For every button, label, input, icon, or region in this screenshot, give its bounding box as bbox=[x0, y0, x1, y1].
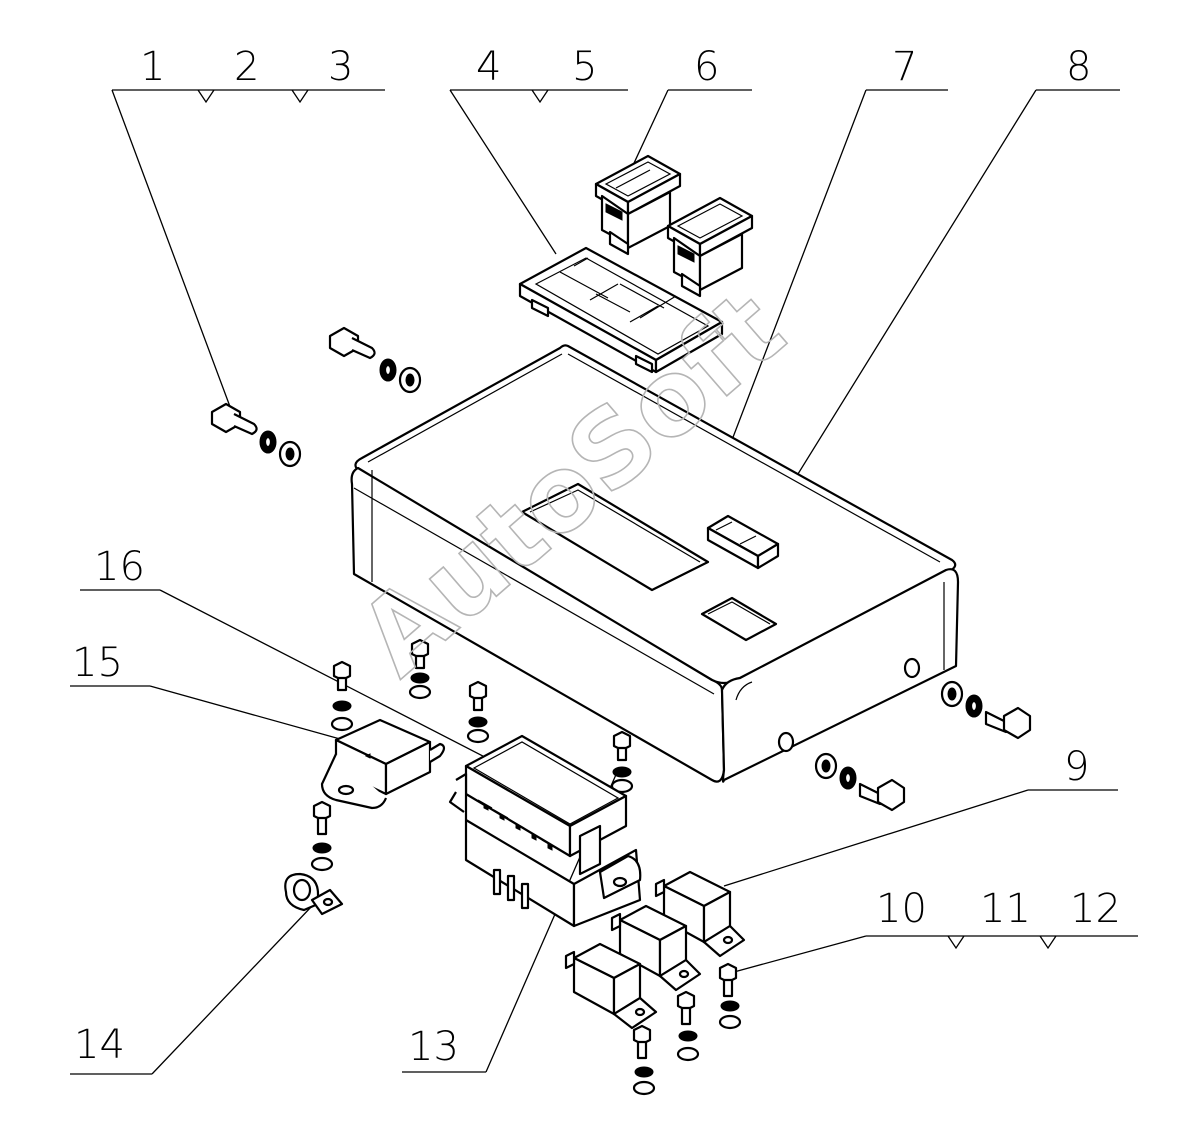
relay-1 bbox=[654, 870, 746, 958]
vbolt bbox=[676, 990, 700, 1062]
housing-box bbox=[350, 344, 960, 783]
callout-11: 11 bbox=[980, 886, 1031, 932]
relay-3 bbox=[564, 942, 658, 1030]
cable-clamp bbox=[284, 872, 344, 916]
leader-10-11-12 bbox=[733, 935, 1138, 973]
leader-14 bbox=[70, 905, 313, 1075]
relay-2 bbox=[610, 904, 702, 992]
flasher-unit bbox=[320, 718, 446, 810]
housing-hole-icon bbox=[903, 657, 921, 679]
housing-hole-icon bbox=[777, 731, 795, 753]
callout-13: 13 bbox=[408, 1024, 459, 1070]
callout-numbers: 1 2 3 4 5 6 7 8 9 10 11 12 13 14 15 16 bbox=[72, 44, 1121, 1070]
vbolt bbox=[408, 638, 432, 700]
switch-cutout bbox=[520, 482, 710, 592]
bolt-set-right bbox=[814, 680, 1032, 812]
indicator-window bbox=[700, 596, 778, 642]
rocker-switch-2 bbox=[666, 196, 754, 298]
fuse-box bbox=[448, 734, 642, 928]
callout-15: 15 bbox=[72, 640, 123, 686]
leader-lines bbox=[70, 89, 1138, 1075]
label-plate bbox=[706, 514, 780, 570]
bolt-set-left bbox=[210, 326, 422, 468]
vbolt bbox=[718, 962, 742, 1030]
leader-16 bbox=[80, 589, 511, 771]
leader-8 bbox=[761, 89, 1120, 533]
vbolt bbox=[330, 660, 354, 732]
vbolt bbox=[610, 730, 634, 794]
callout-3: 3 bbox=[328, 44, 353, 90]
callout-14: 14 bbox=[74, 1022, 125, 1068]
callout-6: 6 bbox=[694, 44, 719, 90]
switch-frame bbox=[518, 246, 724, 374]
rocker-switch-1 bbox=[594, 154, 682, 256]
vbolt bbox=[466, 680, 490, 744]
callout-7: 7 bbox=[892, 44, 917, 90]
vertical-bolts bbox=[310, 638, 742, 1096]
vbolt bbox=[632, 1024, 656, 1096]
callout-1: 1 bbox=[140, 44, 165, 90]
callout-8: 8 bbox=[1066, 44, 1091, 90]
leader-4-5 bbox=[449, 89, 628, 255]
leader-7 bbox=[721, 89, 948, 467]
leader-9 bbox=[723, 789, 1118, 887]
leader-6 bbox=[627, 89, 752, 177]
callout-9: 9 bbox=[1064, 744, 1089, 790]
callout-16: 16 bbox=[94, 544, 145, 590]
callout-12: 12 bbox=[1070, 886, 1121, 932]
leader-1-2-3 bbox=[111, 89, 385, 413]
callout-5: 5 bbox=[572, 44, 597, 90]
callout-10: 10 bbox=[876, 886, 927, 932]
vbolt bbox=[310, 800, 334, 872]
callout-4: 4 bbox=[476, 44, 501, 90]
callout-2: 2 bbox=[234, 44, 259, 90]
leader-15 bbox=[70, 685, 359, 745]
